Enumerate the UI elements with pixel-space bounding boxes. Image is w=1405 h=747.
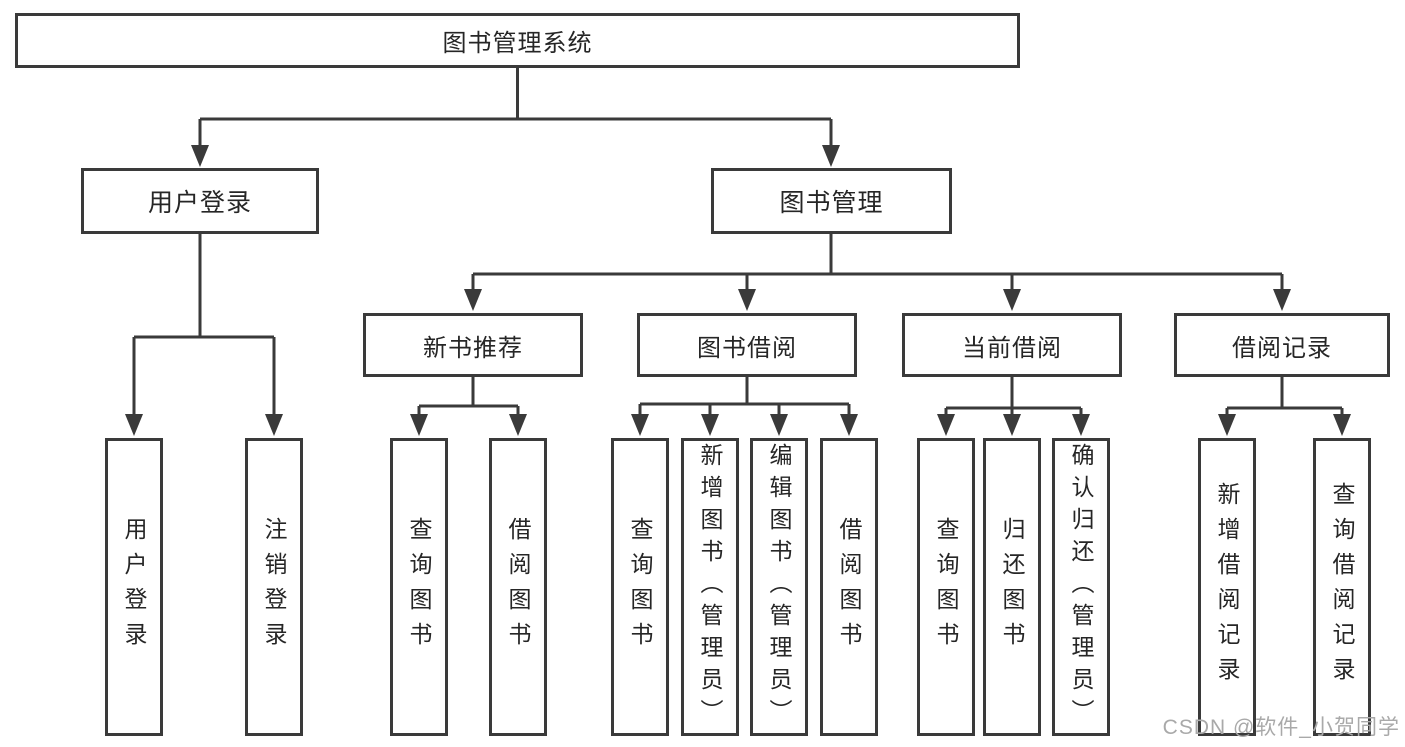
node-new-book-rec-label: 新书推荐 xyxy=(423,334,523,362)
leaf-newrec-borrow-books: 借阅图书 xyxy=(489,438,547,736)
connector-current-borrow-to-leaves xyxy=(937,377,1090,436)
arrowhead-icon xyxy=(937,414,955,436)
arrowhead-icon xyxy=(738,289,756,311)
arrowhead-icon xyxy=(265,414,283,436)
leaf-newrec-borrow-books-label: 借阅图书 xyxy=(505,517,531,657)
arrowhead-icon xyxy=(1003,414,1021,436)
leaf-logout: 注销登录 xyxy=(245,438,303,736)
arrowhead-icon xyxy=(464,289,482,311)
arrowhead-icon xyxy=(509,414,527,436)
node-new-book-rec: 新书推荐 xyxy=(363,313,583,377)
leaf-borrow-add-books-admin: 新增图书（管理员） xyxy=(681,438,739,736)
arrowhead-icon xyxy=(822,145,840,167)
leaf-records-query-borrow-record-label: 查询借阅记录 xyxy=(1329,482,1355,692)
leaf-records-add-borrow-record: 新增借阅记录 xyxy=(1198,438,1256,736)
node-user-login: 用户登录 xyxy=(81,168,319,234)
connector-book-borrow-to-leaves xyxy=(631,377,858,436)
leaf-borrow-borrow-books: 借阅图书 xyxy=(820,438,878,736)
arrowhead-icon xyxy=(840,414,858,436)
node-book-borrow-label: 图书借阅 xyxy=(697,334,797,362)
node-book-mgmt-system-label: 图书管理系统 xyxy=(442,30,593,57)
node-book-mgmt-system: 图书管理系统 xyxy=(15,13,1020,68)
arrowhead-icon xyxy=(1218,414,1236,436)
node-book-mgmt-label: 图书管理 xyxy=(779,189,884,217)
arrowhead-icon xyxy=(1273,289,1291,311)
node-borrow-records: 借阅记录 xyxy=(1174,313,1390,377)
connector-borrow-records-to-leaves xyxy=(1218,377,1351,436)
leaf-borrow-query-books: 查询图书 xyxy=(611,438,669,736)
arrowhead-icon xyxy=(410,414,428,436)
connector-root-to-level2 xyxy=(191,68,840,167)
leaf-current-return-books: 归还图书 xyxy=(983,438,1041,736)
leaf-current-query-books: 查询图书 xyxy=(917,438,975,736)
arrowhead-icon xyxy=(1333,414,1351,436)
node-book-borrow: 图书借阅 xyxy=(637,313,857,377)
leaf-borrow-edit-books-admin-label: 编辑图书（管理员） xyxy=(766,443,792,731)
leaf-current-return-books-label: 归还图书 xyxy=(999,517,1025,657)
node-book-mgmt: 图书管理 xyxy=(711,168,952,234)
node-current-borrow: 当前借阅 xyxy=(902,313,1122,377)
arrowhead-icon xyxy=(770,414,788,436)
leaf-records-query-borrow-record: 查询借阅记录 xyxy=(1313,438,1371,736)
csdn-watermark: CSDN @软件_小贺同学 xyxy=(1162,716,1400,739)
connector-user-login-to-leaves xyxy=(125,234,283,436)
node-borrow-records-label: 借阅记录 xyxy=(1232,334,1332,362)
arrowhead-icon xyxy=(191,145,209,167)
arrowhead-icon xyxy=(1072,414,1090,436)
arrowhead-icon xyxy=(1003,289,1021,311)
arrowhead-icon xyxy=(125,414,143,436)
leaf-newrec-query-books: 查询图书 xyxy=(390,438,448,736)
leaf-borrow-edit-books-admin: 编辑图书（管理员） xyxy=(750,438,808,736)
leaf-records-add-borrow-record-label: 新增借阅记录 xyxy=(1214,482,1240,692)
arrowhead-icon xyxy=(631,414,649,436)
node-user-login-label: 用户登录 xyxy=(147,189,252,217)
leaf-borrow-query-books-label: 查询图书 xyxy=(627,517,653,657)
leaf-newrec-query-books-label: 查询图书 xyxy=(406,517,432,657)
connector-new-book-rec-to-leaves xyxy=(410,377,527,436)
connector-book-mgmt-to-level3 xyxy=(464,234,1291,311)
leaf-current-confirm-return-admin: 确认归还（管理员） xyxy=(1052,438,1110,736)
leaf-user-login-label: 用户登录 xyxy=(121,517,147,657)
arrowhead-icon xyxy=(701,414,719,436)
leaf-current-query-books-label: 查询图书 xyxy=(933,517,959,657)
leaf-borrow-add-books-admin-label: 新增图书（管理员） xyxy=(697,443,723,731)
leaf-user-login: 用户登录 xyxy=(105,438,163,736)
node-current-borrow-label: 当前借阅 xyxy=(962,334,1062,362)
leaf-borrow-borrow-books-label: 借阅图书 xyxy=(836,517,862,657)
leaf-logout-label: 注销登录 xyxy=(261,517,287,657)
leaf-current-confirm-return-admin-label: 确认归还（管理员） xyxy=(1068,443,1094,731)
